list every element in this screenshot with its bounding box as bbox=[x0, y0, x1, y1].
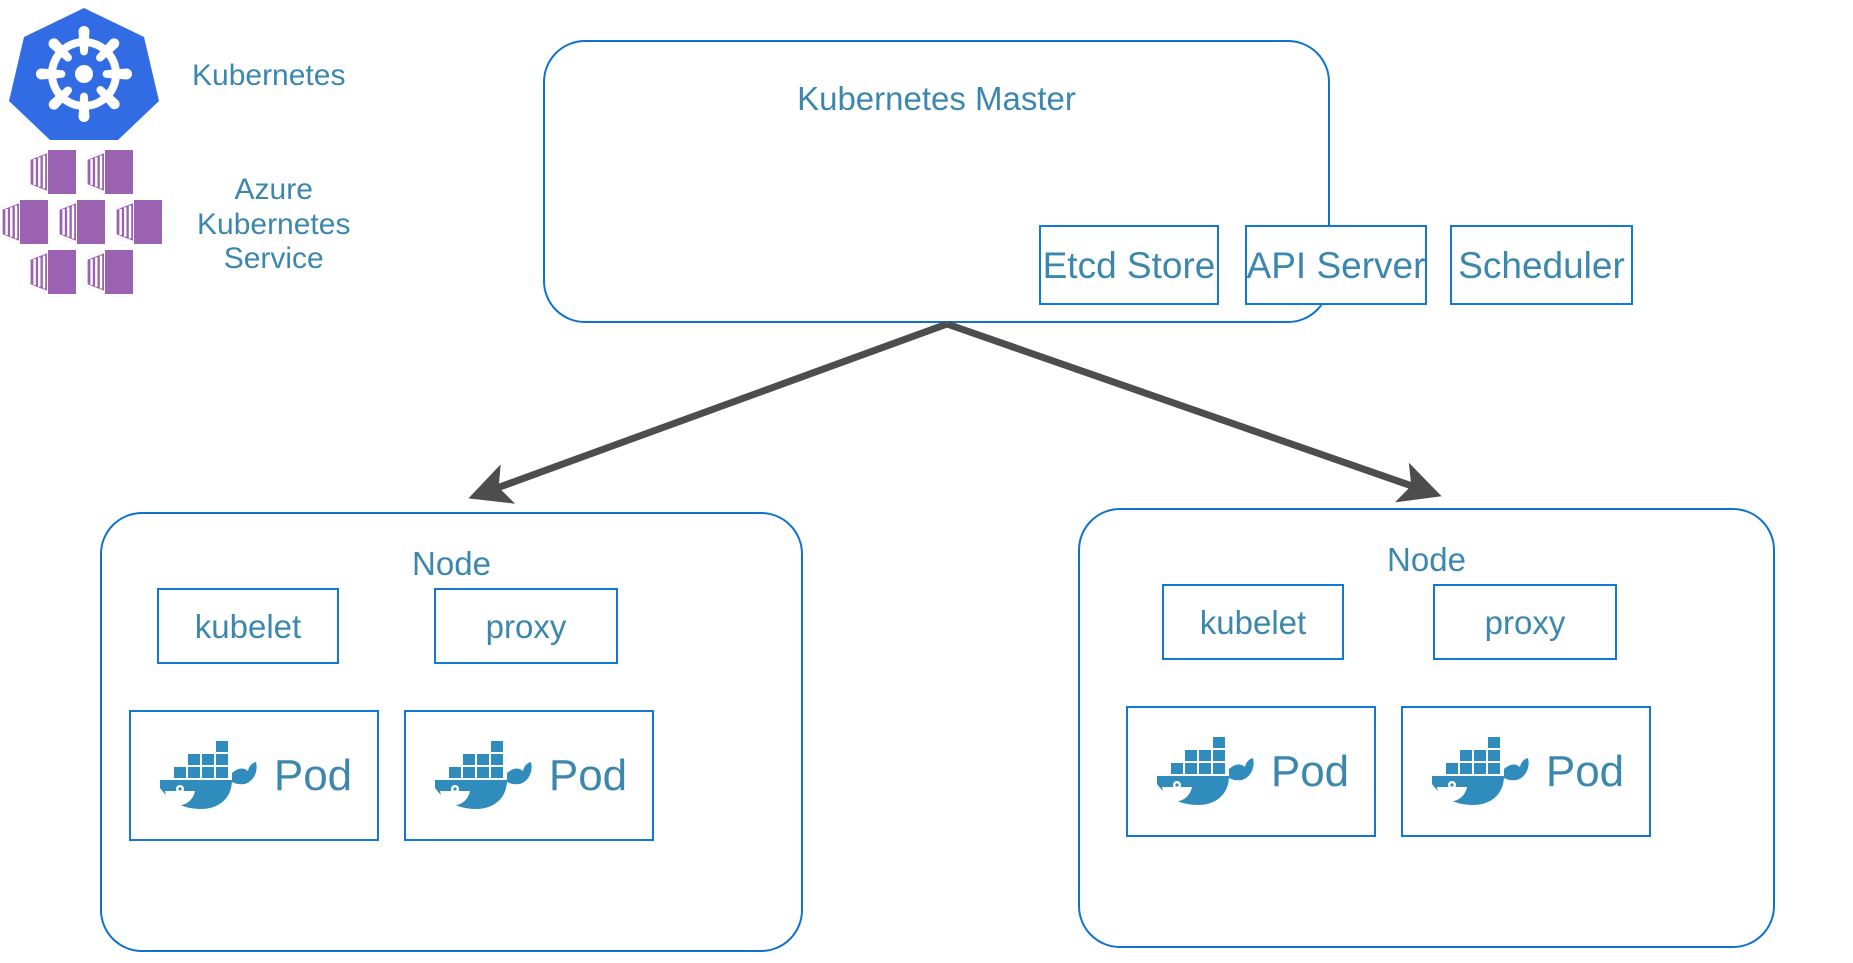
connector-master-to-node-left bbox=[468, 320, 949, 504]
kubernetes-master-box: Kubernetes Master Etcd Store API Server … bbox=[543, 40, 1633, 323]
connector-master-to-node-right bbox=[945, 320, 1442, 503]
node-right-pod-1-box: Pod bbox=[1126, 706, 1376, 837]
node-right-pod-2-box: Pod bbox=[1401, 706, 1651, 837]
legend-item-kubernetes: Kubernetes bbox=[8, 4, 345, 149]
node-left-proxy-label: proxy bbox=[485, 607, 567, 645]
node-left-kubelet-label: kubelet bbox=[194, 607, 302, 645]
scheduler-box: Scheduler bbox=[1450, 225, 1633, 305]
node-left-pod-2-label: Pod bbox=[548, 750, 628, 800]
docker-whale-icon bbox=[1428, 727, 1532, 816]
azure-kubernetes-service-logo-icon bbox=[0, 150, 175, 300]
node-right-box: Node kubelet proxy bbox=[1078, 508, 1775, 948]
legend-label-kubernetes: Kubernetes bbox=[192, 59, 346, 93]
node-left-pod-1-box: Pod bbox=[129, 710, 379, 841]
node-left-proxy-box: proxy bbox=[434, 588, 618, 664]
docker-whale-icon bbox=[431, 731, 535, 820]
docker-whale-icon bbox=[156, 731, 260, 820]
node-right-kubelet-label: kubelet bbox=[1199, 603, 1307, 641]
docker-whale-icon bbox=[1153, 727, 1257, 816]
node-right-proxy-label: proxy bbox=[1484, 603, 1566, 641]
node-left-pod-2-box: Pod bbox=[404, 710, 654, 841]
node-left-title: Node bbox=[412, 545, 491, 582]
etcd-store-label: Etcd Store bbox=[1042, 244, 1216, 286]
scheduler-label: Scheduler bbox=[1458, 244, 1625, 286]
api-server-box: API Server bbox=[1245, 225, 1427, 305]
etcd-store-box: Etcd Store bbox=[1039, 225, 1219, 305]
node-right-pod-1-label: Pod bbox=[1270, 746, 1350, 796]
legend-item-azure-kubernetes-service: Azure Kubernetes Service bbox=[0, 150, 350, 300]
node-left-box: Node kubelet proxy bbox=[100, 512, 803, 952]
node-right-proxy-box: proxy bbox=[1433, 584, 1617, 660]
node-left-kubelet-box: kubelet bbox=[157, 588, 339, 664]
kubernetes-logo-icon bbox=[8, 4, 160, 149]
legend-label-azure-kubernetes-service: Azure Kubernetes Service bbox=[197, 173, 351, 276]
node-right-kubelet-box: kubelet bbox=[1162, 584, 1344, 660]
node-right-title: Node bbox=[1387, 541, 1466, 578]
node-left-pod-1-label: Pod bbox=[273, 750, 353, 800]
legend: Kubernetes bbox=[0, 0, 430, 320]
node-right-pod-2-label: Pod bbox=[1545, 746, 1625, 796]
api-server-label: API Server bbox=[1246, 244, 1426, 286]
kubernetes-master-title: Kubernetes Master bbox=[797, 80, 1076, 117]
